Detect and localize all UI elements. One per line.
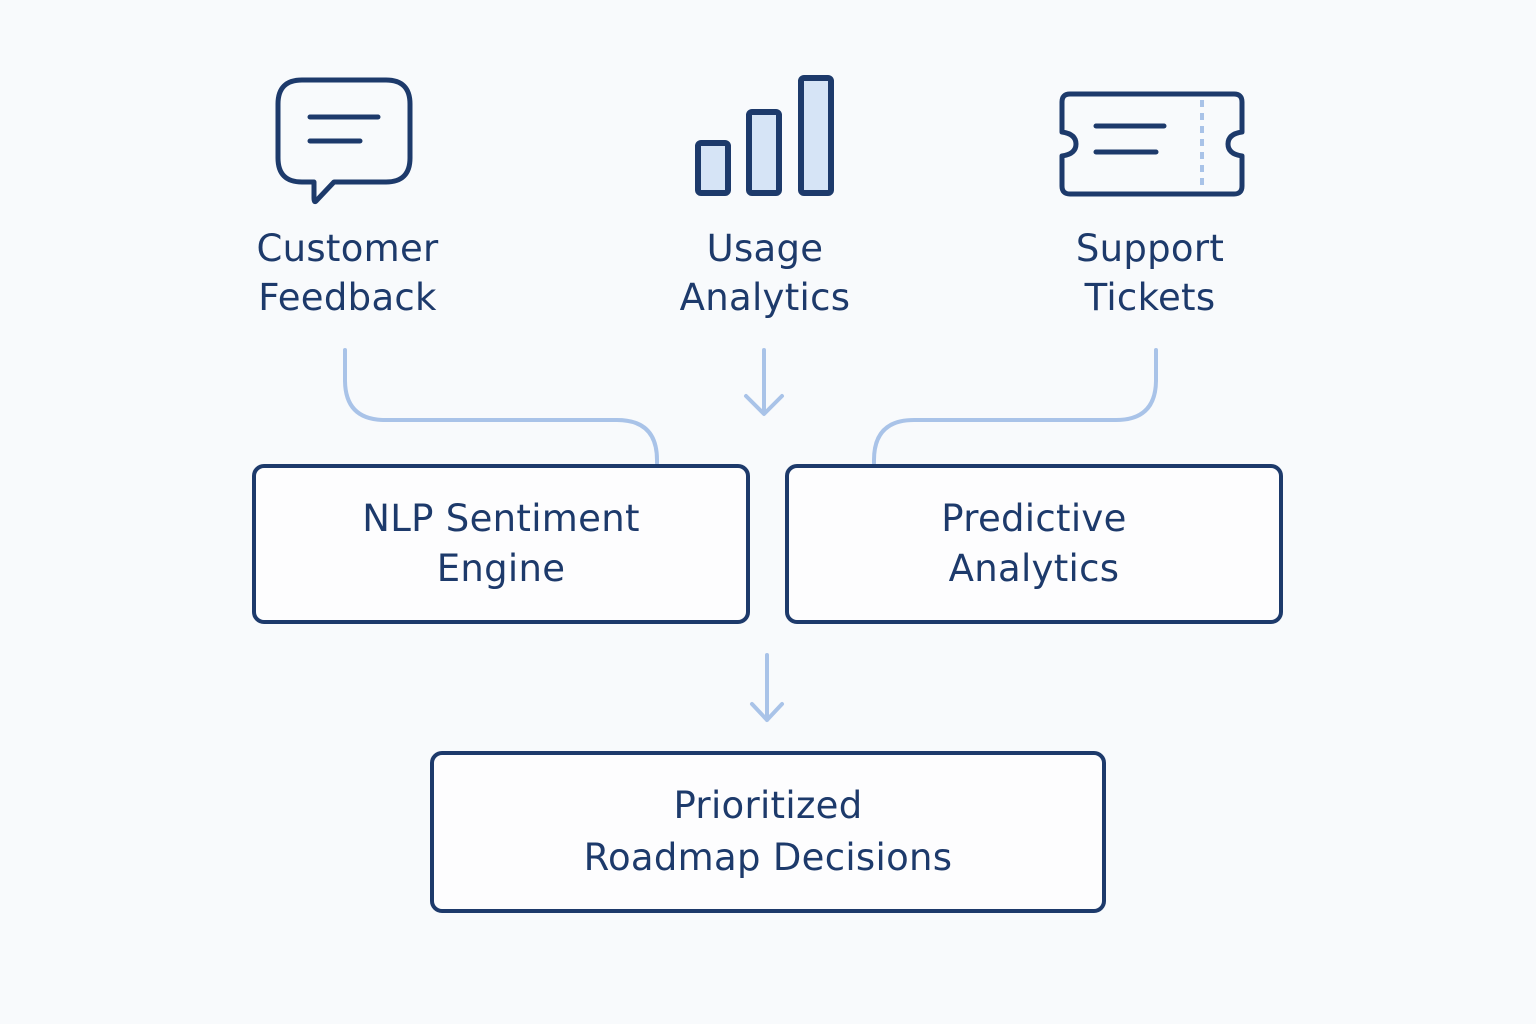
process-label-nlp-sentiment-engine: NLP Sentiment Engine bbox=[362, 497, 640, 590]
connector-usage-arrow bbox=[744, 348, 784, 416]
process-box-predictive-analytics: Predictive Analytics bbox=[785, 464, 1283, 624]
connector-process-to-output-arrow bbox=[750, 653, 784, 722]
connector-feedback-to-nlp bbox=[343, 348, 659, 465]
output-label: Prioritized Roadmap Decisions bbox=[583, 784, 953, 879]
process-label-predictive-analytics: Predictive Analytics bbox=[941, 497, 1127, 590]
source-label-customer-feedback: Customer Feedback bbox=[256, 227, 439, 319]
process-box-nlp-sentiment-engine: NLP Sentiment Engine bbox=[252, 464, 750, 624]
source-label-usage-analytics: Usage Analytics bbox=[679, 227, 851, 319]
connector-tickets-to-predictive bbox=[872, 348, 1158, 465]
bar-chart-icon bbox=[695, 75, 834, 196]
chat-bubble-icon bbox=[275, 77, 413, 205]
source-label-support-tickets: Support Tickets bbox=[1075, 227, 1225, 319]
output-box-prioritized-roadmap-decisions: Prioritized Roadmap Decisions bbox=[430, 751, 1106, 913]
ticket-icon bbox=[1059, 91, 1245, 197]
